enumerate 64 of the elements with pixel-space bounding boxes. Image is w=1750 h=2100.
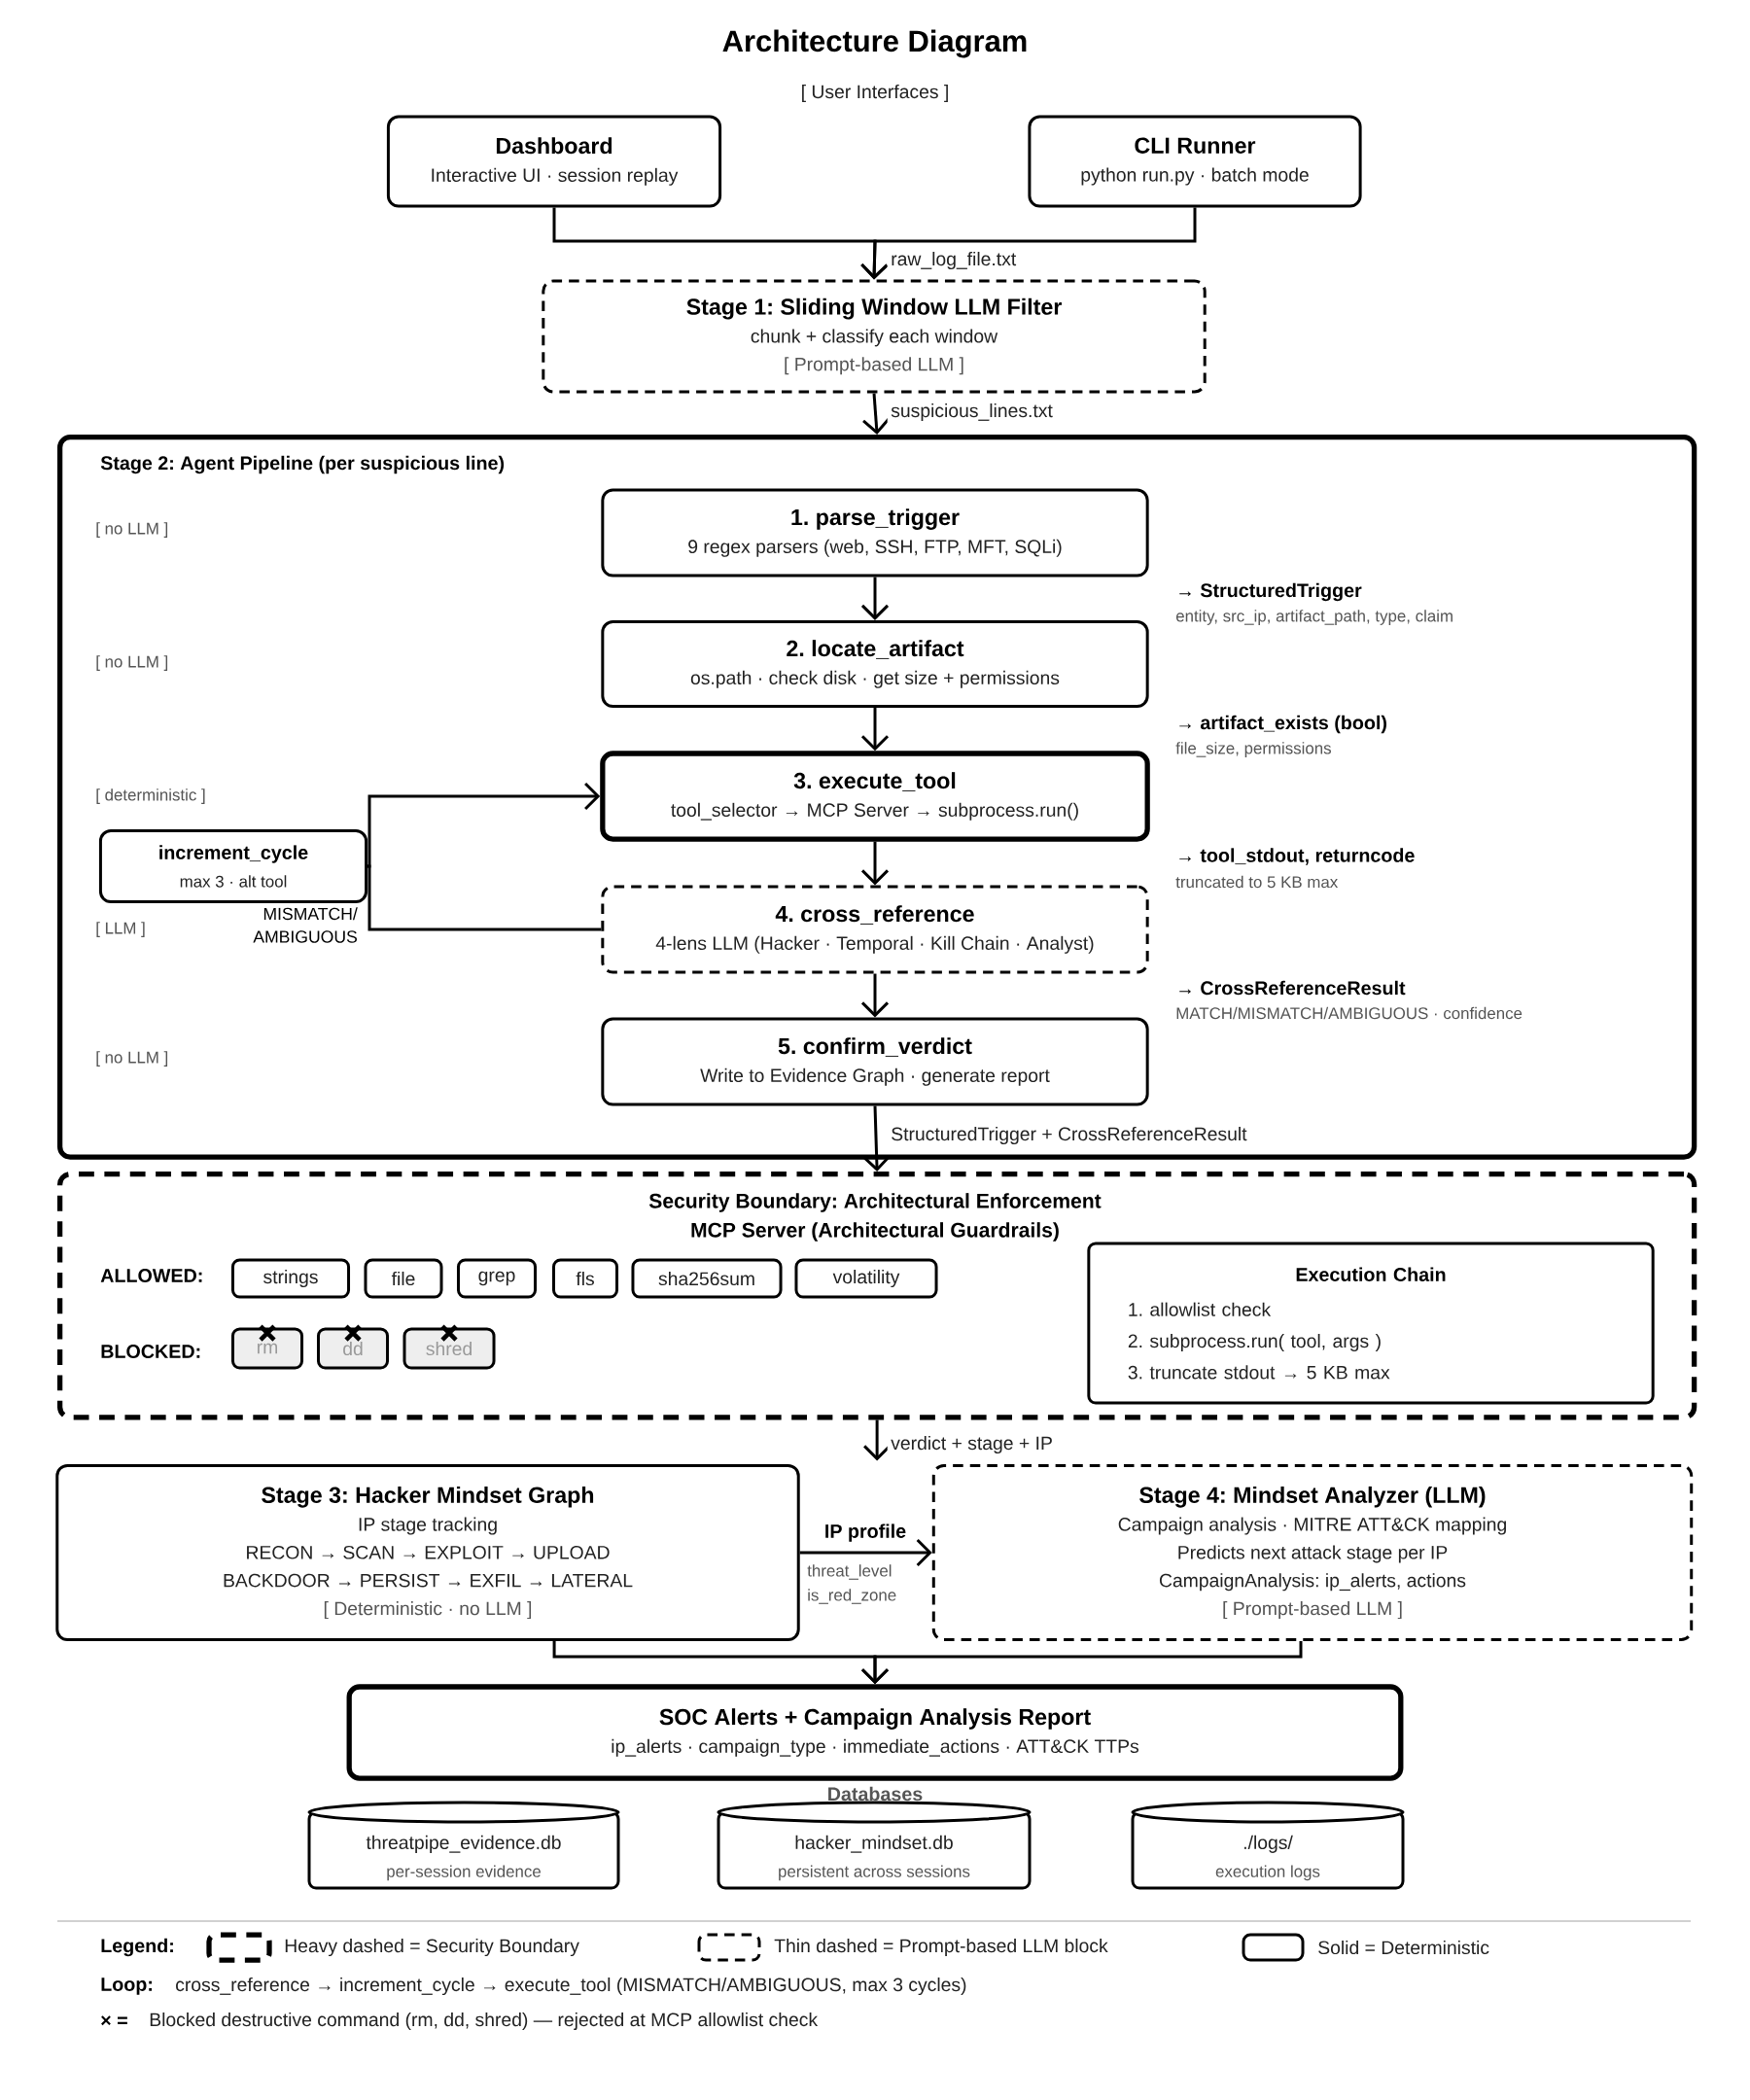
blocked-tool-box: dd xyxy=(317,1327,389,1370)
edge-label: MISMATCH/ AMBIGUOUS xyxy=(253,907,358,943)
note-heading: × = xyxy=(101,2015,127,2026)
note-heading: Loop: xyxy=(101,1978,153,1995)
output-note: MATCH/MISMATCH/AMBIGUOUS · confidence xyxy=(1176,1006,1522,1020)
title: Architecture Diagram xyxy=(722,29,1027,58)
mode-tag: [ deterministic ] xyxy=(96,788,205,804)
interface-box: Dashboard Interactive UI · session replay xyxy=(386,115,722,208)
mode-tag: [ no LLM ] xyxy=(96,1051,168,1067)
stage-box: Stage 1: Sliding Window LLM Filter chunk + classify each window [ Prompt-based LLM ] xyxy=(542,279,1207,394)
database-cylinder: ./logs/ execution logs xyxy=(1131,1801,1405,1890)
mode-tag: [ no LLM ] xyxy=(96,522,168,538)
database-cylinder: hacker_mindset.db persistent across sessions xyxy=(717,1801,1032,1890)
step-box: 3. execute_tool tool_selector → MCP Server → subprocess.run() xyxy=(600,751,1150,842)
mode-tag: [ no LLM ] xyxy=(96,655,168,671)
arrow xyxy=(860,207,1197,280)
tool-box: strings xyxy=(230,1258,351,1299)
output-note: entity, src_ip, artifact_path, type, claim xyxy=(1175,610,1452,625)
legend-text: Thin dashed = Prompt-based LLM block xyxy=(774,1939,1108,1957)
step-box: 1. parse_trigger 9 regex parsers (web, SSH, FTP, MFT, SQLi) xyxy=(601,488,1149,578)
arrow xyxy=(862,1105,891,1172)
edge-label: raw_log_file.txt xyxy=(892,252,1017,270)
output-note: file_size, permissions xyxy=(1175,742,1331,757)
step-box: 2. locate_artifact os.path · check disk · get size + permissions xyxy=(601,620,1149,709)
edge-label: IP profile xyxy=(825,1523,906,1542)
note-text: Blocked destructive command (rm, dd, shred) — rejected at MCP allowlist check xyxy=(150,2012,819,2031)
output-note: truncated to 5 KB max xyxy=(1175,875,1339,889)
blocked-tool-box: shred xyxy=(402,1327,496,1370)
tool-box: sha256sum xyxy=(631,1258,783,1299)
section-heading: [ User Interfaces ] xyxy=(802,85,948,103)
field-note: is_red_zone xyxy=(808,1589,896,1604)
stage-box: Stage 4: Mindset Analyzer (LLM) Campaign analysis · MITRE ATT&CK mapping Predicts next attack stage per IP CampaignAnalysis: ip_alerts, actions [ Prompt-based LLM ] xyxy=(931,1463,1694,1642)
legend-heading: Legend: xyxy=(101,1938,173,1957)
row-label: ALLOWED: xyxy=(100,1269,202,1282)
database-cylinder: threatpipe_evidence.db per-session evidence xyxy=(307,1801,620,1890)
edge-label: StructuredTrigger + CrossReferenceResult xyxy=(892,1127,1247,1145)
tool-box: file xyxy=(364,1258,443,1299)
output-note: → artifact_exists (bool) xyxy=(1179,715,1386,734)
edge-label: suspicious_lines.txt xyxy=(891,403,1053,422)
edge-label: verdict + stage + IP xyxy=(891,1436,1052,1454)
stage-box: Stage 3: Hacker Mindset Graph IP stage tracking RECON → SCAN → EXPLOIT → UPLOAD BACKDOOR → PERSIST → EXFIL → LATERAL [ Deterministic · no LLM ] xyxy=(55,1463,800,1642)
legend-text: Heavy dashed = Security Boundary xyxy=(285,1939,579,1957)
chain-box: Execution Chain 1. allowlist check 2. subprocess.run( tool, args ) 3. truncate stdout → 5 KB max xyxy=(1087,1242,1655,1405)
loop-box: increment_cycle max 3 · alt tool xyxy=(98,829,368,904)
arrow xyxy=(860,1641,1303,1685)
step-box: 4. cross_reference 4-lens LLM (Hacker · Temporal · Kill Chain · Analyst) xyxy=(601,885,1149,974)
output-note: → StructuredTrigger xyxy=(1179,582,1362,602)
interface-box: CLI Runner python run.py · batch mode xyxy=(1028,115,1362,208)
arrow xyxy=(367,782,601,868)
report-box: SOC Alerts + Campaign Analysis Report ip_alerts · campaign_type · immediate_actions · ATT&CK TTPs xyxy=(346,1684,1404,1781)
mode-tag: [ LLM ] xyxy=(96,922,145,937)
tool-box: grep xyxy=(457,1258,537,1299)
field-note: threat_level xyxy=(807,1564,892,1580)
row-label: BLOCKED: xyxy=(101,1345,200,1358)
tool-box: volatility xyxy=(794,1258,938,1299)
step-box: 5. confirm_verdict Write to Evidence Graph · generate report xyxy=(601,1017,1149,1106)
tool-box: fls xyxy=(552,1258,618,1299)
legend-text: Solid = Deterministic xyxy=(1318,1940,1489,1955)
output-note: → tool_stdout, returncode xyxy=(1179,848,1415,865)
section-heading: Databases xyxy=(828,1786,923,1802)
arrow xyxy=(799,1538,932,1567)
note-text: cross_reference → increment_cycle → execute_tool (MISMATCH/AMBIGUOUS, max 3 cycles) xyxy=(176,1978,966,1996)
output-note: → CrossReferenceResult xyxy=(1179,980,1406,996)
blocked-tool-box: rm xyxy=(230,1327,304,1370)
